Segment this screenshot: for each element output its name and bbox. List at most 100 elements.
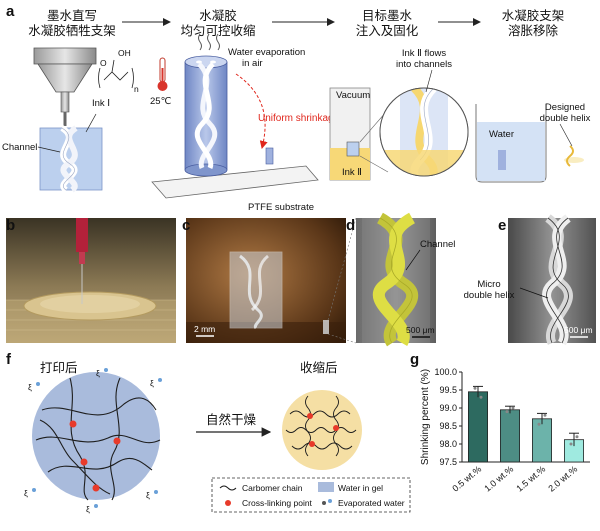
legend-carbomer-swatch	[219, 485, 237, 491]
ink1-label: Ink Ⅰ	[92, 98, 110, 109]
step-4-title: 水凝胶支架溶胀移除	[502, 8, 565, 38]
natural-drying-label: 自然干燥	[206, 412, 257, 427]
x-tick-label: 1.5 wt.%	[514, 464, 547, 494]
channel-pointer-d	[405, 249, 421, 271]
hydrogel-cylinder	[184, 55, 228, 177]
y-tick-label: 98.0	[439, 439, 457, 449]
ink1-pointer	[85, 113, 97, 133]
panel-a: a 墨水直写水凝胶牺牲支架 水凝胶均匀可控收缩 目标墨水注入及固化 水凝胶支架溶…	[2, 3, 591, 213]
channel-label-d: Channel	[420, 239, 455, 250]
zoom-line-1	[327, 217, 357, 321]
bar	[499, 409, 520, 463]
svg-text:ξ: ξ	[28, 382, 32, 392]
legend-evaporated: Evaporated water	[338, 498, 405, 508]
svg-text:ξ: ξ	[150, 378, 154, 388]
data-point	[537, 422, 541, 426]
y-tick-label: 99.5	[439, 385, 457, 395]
step-1-title: 墨水直写水凝胶牺牲支架	[28, 8, 116, 38]
legend-evap-swatch	[322, 501, 326, 505]
y-axis-label: Shrinking percent (%)	[420, 369, 431, 465]
panel-f-letter: f	[6, 351, 12, 368]
data-point	[511, 406, 515, 410]
photo-b	[6, 218, 176, 343]
panel-g-letter: g	[410, 351, 419, 368]
thermometer-icon: 25℃	[150, 57, 172, 107]
data-point	[505, 410, 509, 414]
ptfe-substrate-label: PTFE substrate	[248, 202, 314, 213]
legend-crosslink: Cross-linking point	[242, 498, 313, 508]
legend-water-swatch	[318, 482, 334, 492]
x-tick-label: 0.5 wt.%	[450, 464, 483, 494]
shrinkage-arrow	[235, 73, 268, 149]
magnified-channel-circle	[379, 69, 469, 177]
vacuum-chamber: Vacuum Ink Ⅱ	[329, 87, 389, 181]
panel-c-letter: c	[182, 217, 190, 234]
data-point	[543, 413, 547, 417]
uniform-shrinkage-label: Uniform shrinkage	[258, 113, 340, 124]
panel-d: Channel 500 μm d	[346, 212, 455, 347]
helix-pointer-e	[519, 287, 549, 299]
panel-f: f 打印后 收缩后 ξ ξ ξ ξ ξ ξ 自然干燥	[6, 351, 411, 514]
scale-label-c: 2 mm	[194, 324, 215, 334]
temperature-label: 25℃	[150, 96, 172, 107]
panel-b-letter: b	[6, 217, 15, 234]
panel-b: b	[6, 217, 176, 343]
yellow-helix-product	[564, 145, 584, 167]
channel-pointer-a	[37, 146, 61, 153]
nozzle-illustration	[33, 47, 97, 126]
panel-a-letter: a	[6, 3, 15, 20]
bar	[467, 391, 488, 463]
panel-e-letter: e	[498, 217, 506, 234]
svg-text:ξ: ξ	[86, 504, 90, 514]
after-print-label: 打印后	[40, 360, 78, 375]
printed-scaffold-block	[39, 125, 103, 193]
ink1-chemical-structure: OH O n Ink Ⅰ	[92, 48, 139, 109]
svg-text:O: O	[100, 58, 107, 68]
data-point	[569, 442, 573, 446]
legend-water-in-gel: Water in gel	[338, 483, 383, 493]
y-tick-label: 98.5	[439, 421, 457, 431]
x-tick-label: 2.0 wt.%	[546, 464, 579, 494]
channel-label-a: Channel	[2, 142, 37, 153]
svg-text:ξ: ξ	[96, 368, 100, 378]
shrunk-sample	[323, 320, 329, 334]
svg-text:n: n	[134, 84, 139, 94]
scale-label-d: 500 μm	[406, 325, 435, 335]
ink2-label: Ink Ⅱ	[342, 167, 362, 178]
data-point	[473, 386, 477, 390]
data-point	[575, 435, 579, 439]
data-point	[479, 395, 483, 399]
evaporated-water-icons: ξ ξ ξ ξ ξ ξ	[24, 368, 162, 514]
helix-pointer	[559, 123, 573, 147]
vacuum-label: Vacuum	[336, 90, 370, 101]
y-tick-label: 97.5	[439, 457, 457, 467]
svg-text:ξ: ξ	[146, 490, 150, 500]
water-label: Water	[489, 129, 514, 140]
legend-carbomer: Carbomer chain	[242, 483, 303, 493]
svg-text:OH: OH	[118, 48, 131, 58]
panel-d-letter: d	[346, 217, 355, 234]
legend-crosslink-swatch	[225, 500, 231, 506]
y-tick-label: 100.0	[434, 367, 457, 377]
hydrogel-network-before	[32, 372, 161, 501]
svg-text:ξ: ξ	[24, 488, 28, 498]
step-2-title: 水凝胶均匀可控收缩	[180, 8, 255, 38]
bar	[532, 418, 553, 463]
vapor-icon	[198, 33, 220, 51]
printed-cube	[229, 251, 283, 330]
panel-c: 2 mm c	[182, 217, 357, 344]
zoom-line-2	[327, 333, 357, 344]
beaker: Water	[475, 104, 547, 183]
x-tick-label: 1.0 wt.%	[482, 464, 515, 494]
step-3-title: 目标墨水注入及固化	[356, 8, 419, 38]
legend-f: Carbomer chain Water in gel Cross-linkin…	[211, 477, 411, 513]
scale-label-e: 500 μm	[564, 325, 593, 335]
